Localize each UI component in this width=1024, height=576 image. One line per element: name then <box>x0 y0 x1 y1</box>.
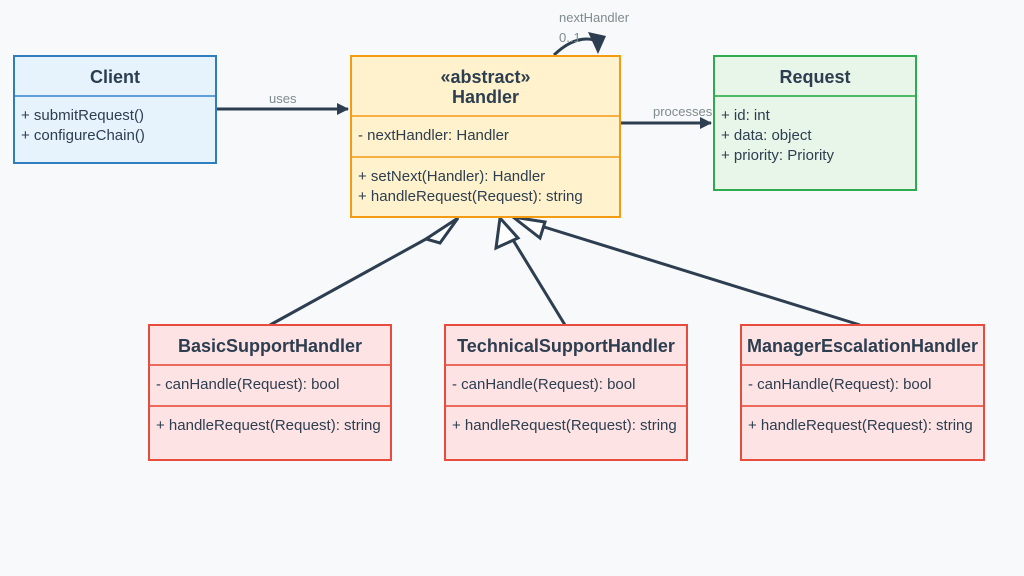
inherit-basic-line <box>269 226 447 327</box>
client-method: + submitRequest() <box>21 107 144 124</box>
handler-attribute: - nextHandler: Handler <box>358 127 509 144</box>
self-multiplicity-label: 0..1 <box>559 30 581 45</box>
client-class[interactable]: Client + submitRequest() + configureChai… <box>13 55 217 164</box>
basic-support-handler-methods: + handleRequest(Request): string <box>150 405 390 446</box>
manager-escalation-handler-name: ManagerEscalationHandler <box>742 326 983 366</box>
inherit-basic-arrowhead <box>422 216 460 245</box>
basic-support-handler-class[interactable]: BasicSupportHandler - canHandle(Request)… <box>148 324 392 461</box>
technical-support-handler-method: + handleRequest(Request): string <box>452 417 677 434</box>
basic-support-handler-method: + handleRequest(Request): string <box>156 417 381 434</box>
client-class-name: Client <box>15 57 215 97</box>
handler-class[interactable]: «abstract» Handler - nextHandler: Handle… <box>350 55 621 218</box>
uses-label: uses <box>269 91 297 106</box>
basic-support-handler-attribute: - canHandle(Request): bool <box>156 376 340 393</box>
client-methods: + submitRequest() + configureChain() <box>15 97 215 156</box>
handler-methods: + setNext(Handler): Handler + handleRequ… <box>352 156 619 217</box>
request-attribute: + priority: Priority <box>721 147 834 164</box>
manager-escalation-handler-attributes: - canHandle(Request): bool <box>742 366 983 405</box>
request-attribute: + data: object <box>721 127 812 144</box>
technical-support-handler-name: TechnicalSupportHandler <box>446 326 686 366</box>
processes-label: processes <box>653 104 713 119</box>
technical-support-handler-attribute: - canHandle(Request): bool <box>452 376 636 393</box>
technical-support-handler-class[interactable]: TechnicalSupportHandler - canHandle(Requ… <box>444 324 688 461</box>
basic-support-handler-attributes: - canHandle(Request): bool <box>150 366 390 405</box>
request-class[interactable]: Request + id: int + data: object + prior… <box>713 55 917 191</box>
self-association-arrowhead <box>588 32 606 54</box>
manager-escalation-handler-methods: + handleRequest(Request): string <box>742 405 983 446</box>
handler-class-title: «abstract» Handler <box>352 57 619 117</box>
inherit-manager-line <box>527 220 861 327</box>
manager-escalation-handler-method: + handleRequest(Request): string <box>748 417 973 434</box>
handler-attributes: - nextHandler: Handler <box>352 117 619 156</box>
handler-method: + setNext(Handler): Handler <box>358 168 546 185</box>
inherit-technical-line <box>508 234 567 326</box>
request-attributes: + id: int + data: object + priority: Pri… <box>715 97 915 176</box>
technical-support-handler-attributes: - canHandle(Request): bool <box>446 366 686 405</box>
handler-stereotype: «abstract» <box>440 67 531 87</box>
basic-support-handler-name: BasicSupportHandler <box>150 326 390 366</box>
inherit-manager-arrowhead <box>507 214 547 241</box>
technical-support-handler-methods: + handleRequest(Request): string <box>446 405 686 446</box>
client-method: + configureChain() <box>21 127 145 144</box>
request-class-name: Request <box>715 57 915 97</box>
inherit-technical-arrowhead <box>494 214 521 251</box>
handler-class-name: Handler <box>451 87 520 107</box>
manager-escalation-handler-attribute: - canHandle(Request): bool <box>748 376 932 393</box>
request-attribute: + id: int <box>721 107 770 124</box>
manager-escalation-handler-class[interactable]: ManagerEscalationHandler - canHandle(Req… <box>740 324 985 461</box>
self-role-label: nextHandler <box>559 10 630 25</box>
handler-method: + handleRequest(Request): string <box>358 188 583 205</box>
